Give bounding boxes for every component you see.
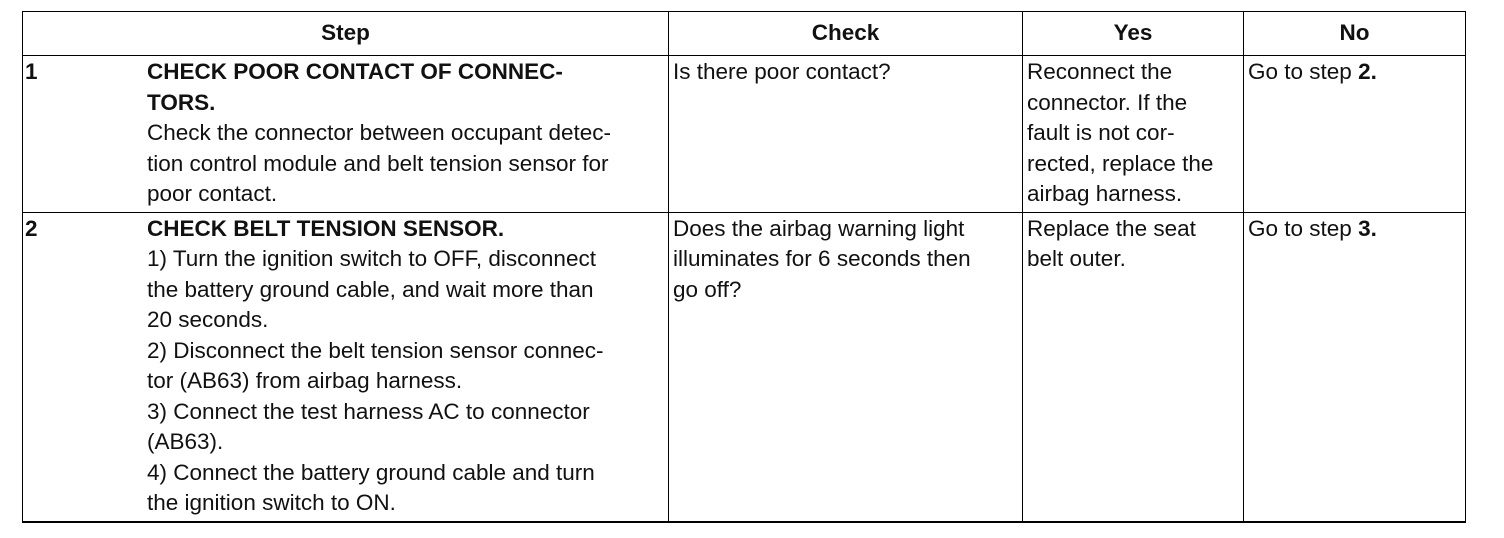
yes-text-line: Reconnect the <box>1027 59 1173 84</box>
step-description-line: (AB63). <box>147 429 224 454</box>
check-text-line: Does the airbag warning light <box>673 215 965 241</box>
step-description-line: 2) Disconnect the belt tension sensor co… <box>147 337 604 363</box>
check-cell: Does the airbag warning light illuminate… <box>668 211 1023 523</box>
step-description-line: tion control module and belt tension sen… <box>147 150 609 176</box>
no-cell: Go to step 3. <box>1243 211 1466 523</box>
step-cell: 2 CHECK BELT TENSION SENSOR. 1) Turn the… <box>22 211 669 523</box>
step-number: 1 <box>25 59 38 84</box>
step-title-line: CHECK BELT TENSION SENSOR. <box>147 215 505 241</box>
step-description-line: 4) Connect the battery ground cable and … <box>147 459 595 485</box>
step-number: 2 <box>25 215 38 241</box>
step-description-line: the battery ground cable, and wait more … <box>147 276 594 302</box>
step-description-line: Check the connector between occupant det… <box>147 120 612 145</box>
check-text: Is there poor contact? <box>673 59 891 84</box>
step-description-line: 20 seconds. <box>147 307 269 332</box>
table-row: 2 CHECK BELT TENSION SENSOR. 1) Turn the… <box>22 211 1466 523</box>
step-description-line: tor (AB63) from airbag harness. <box>147 368 463 393</box>
no-cell: Go to step 2. <box>1243 55 1466 213</box>
step-description-line: 3) Connect the test harness AC to connec… <box>147 398 590 424</box>
step-title-line: TORS. <box>147 89 216 115</box>
step-body: CHECK BELT TENSION SENSOR. 1) Turn the i… <box>147 214 658 519</box>
next-step-ref: 2. <box>1358 59 1377 84</box>
step-cell: 1 CHECK POOR CONTACT OF CONNEC- TORS. Ch… <box>22 55 669 213</box>
header-yes: Yes <box>1022 11 1244 56</box>
yes-cell: Reconnect the connector. If the fault is… <box>1022 55 1244 213</box>
step-description-line: the ignition switch to ON. <box>147 490 396 515</box>
table-row: 1 CHECK POOR CONTACT OF CONNEC- TORS. Ch… <box>22 55 1466 213</box>
step-description-line: poor contact. <box>147 181 278 206</box>
diagnostic-table: Step Check Yes No 1 CHECK POOR CONTACT O… <box>22 11 1466 523</box>
header-check: Check <box>668 11 1023 56</box>
step-title-line: CHECK POOR CONTACT OF CONNEC- <box>147 59 563 84</box>
yes-text-line: fault is not cor- <box>1027 120 1175 145</box>
check-cell: Is there poor contact? <box>668 55 1023 213</box>
yes-text-line: belt outer. <box>1027 246 1126 271</box>
yes-cell: Replace the seat belt outer. <box>1022 211 1244 523</box>
step-body: CHECK POOR CONTACT OF CONNEC- TORS. Chec… <box>147 57 658 210</box>
next-step-ref: 3. <box>1358 215 1377 241</box>
header-step: Step <box>22 11 669 56</box>
check-text-line: go off? <box>673 276 742 302</box>
yes-text-line: connector. If the <box>1027 89 1188 115</box>
yes-text-line: rected, replace the <box>1027 150 1214 176</box>
no-text: Go to step <box>1248 59 1359 84</box>
no-text: Go to step <box>1248 215 1359 241</box>
yes-text-line: airbag harness. <box>1027 181 1183 206</box>
yes-text-line: Replace the seat <box>1027 215 1196 241</box>
step-description-line: 1) Turn the ignition switch to OFF, disc… <box>147 246 596 271</box>
header-no: No <box>1243 11 1466 56</box>
check-text-line: illuminates for 6 seconds then <box>673 246 971 271</box>
table-header-row: Step Check Yes No <box>22 11 1466 56</box>
